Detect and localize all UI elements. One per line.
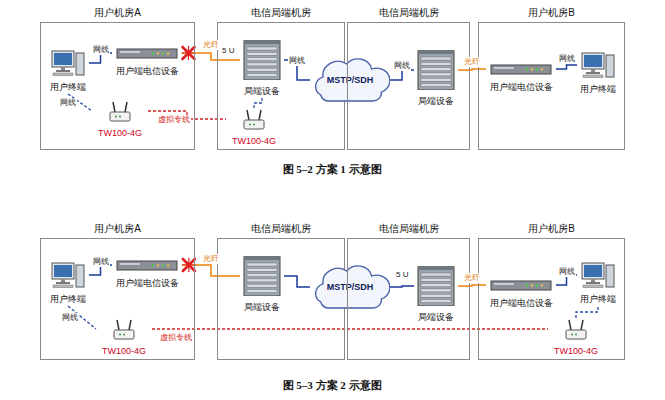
router-icon: [548, 318, 604, 340]
room-box: 电信局端机房局端设备: [347, 22, 470, 150]
device-label: 局端设备: [244, 85, 280, 97]
line-label: 虚拟专线: [159, 333, 193, 343]
room-box: 用户机房A用户终端用户端电信设备TW100-4G: [40, 22, 195, 150]
telecom-device: 用户端电信设备: [486, 62, 556, 94]
router-icon: [226, 108, 282, 130]
line-label: 网线: [92, 45, 110, 55]
router-device: TW100-4G: [92, 100, 148, 140]
cable-line: [556, 65, 577, 69]
device-label: TW100-4G: [554, 345, 598, 357]
room-heading: 电信局端机房: [348, 7, 469, 19]
device-label: 用户端电信设备: [116, 65, 179, 77]
router-device: TW100-4G: [226, 108, 282, 148]
room-heading: 电信局端机房: [348, 223, 469, 235]
line-label: 网线: [558, 54, 576, 64]
office-rack: 局端设备: [240, 40, 284, 98]
dev-icon: [486, 62, 556, 76]
virtual-line: [152, 328, 548, 329]
figure-caption: 图 5–2 方案 1 示意图: [283, 162, 382, 177]
line-label: 光纤: [463, 57, 481, 67]
room-box: 用户机房B用户端电信设备用户终端TW100-4G: [478, 238, 625, 360]
term-icon: [577, 262, 619, 288]
router-icon: [92, 100, 148, 122]
dev-icon: [486, 278, 556, 292]
rack-icon: [414, 50, 458, 90]
cable-line: [284, 276, 310, 287]
device-label: 用户终端: [50, 293, 86, 305]
rack-icon: [240, 40, 284, 80]
room-heading: 用户机房B: [479, 223, 624, 235]
break-mark: [182, 46, 196, 60]
line-label: 网线: [61, 313, 79, 323]
size-note: 5 U: [395, 270, 409, 279]
device-label: 用户端电信设备: [490, 81, 553, 93]
user-terminal: 用户终端: [47, 262, 89, 306]
line-label: 光纤: [202, 40, 220, 50]
cable-line: [254, 98, 262, 108]
rack-icon: [240, 256, 284, 296]
line-label: 网线: [558, 267, 576, 277]
term-icon: [577, 52, 619, 78]
line-label: 光纤: [463, 273, 481, 283]
device-label: TW100-4G: [102, 345, 146, 357]
break-mark: [182, 258, 196, 272]
router-device: TW100-4G: [548, 318, 604, 358]
device-label: 局端设备: [244, 301, 280, 313]
room-heading: 电信局端机房: [218, 223, 344, 235]
figure-caption: 图 5–3 方案 2 示意图: [283, 378, 382, 393]
cable-line: [390, 286, 414, 287]
device-label: 局端设备: [418, 95, 454, 107]
device-label: TW100-4G: [232, 135, 276, 147]
device-label: MSTP/SDH: [327, 281, 374, 293]
dev-icon: [112, 258, 182, 272]
router-icon: [96, 318, 152, 340]
line-label: 网线: [92, 257, 110, 267]
device-label: MSTP/SDH: [327, 74, 374, 86]
device-label: 用户端电信设备: [490, 297, 553, 309]
room-heading: 用户机房A: [41, 7, 194, 19]
cable-line: [576, 306, 598, 318]
room-box: 用户机房B用户端电信设备用户终端: [478, 22, 625, 150]
room-heading: 电信局端机房: [218, 7, 344, 19]
user-terminal: 用户终端: [577, 262, 619, 306]
device-label: 局端设备: [418, 311, 454, 323]
size-note: 5 U: [221, 46, 235, 55]
line-label: 网线: [59, 98, 77, 108]
telecom-device: 用户端电信设备: [112, 258, 182, 290]
line-label: 网线: [288, 56, 306, 66]
term-icon: [47, 50, 89, 76]
device-label: TW100-4G: [98, 127, 142, 139]
rack-icon: [414, 266, 458, 306]
office-rack: 局端设备: [414, 266, 458, 324]
office-rack: 局端设备: [240, 256, 284, 314]
dev-icon: [112, 46, 182, 60]
term-icon: [47, 262, 89, 288]
line-label: 虚拟专线: [157, 115, 191, 125]
office-rack: 局端设备: [414, 50, 458, 108]
room-box: 电信局端机房局端设备: [347, 238, 470, 360]
telecom-device: 用户端电信设备: [112, 46, 182, 78]
line-label: 网线: [393, 61, 411, 71]
telecom-device: 用户端电信设备: [486, 278, 556, 310]
network-cloud: MSTP/SDH: [310, 55, 390, 105]
device-label: 用户终端: [580, 83, 616, 95]
user-terminal: 用户终端: [47, 50, 89, 94]
connector-group: [68, 53, 598, 329]
network-cloud: MSTP/SDH: [310, 262, 390, 312]
fiber-line: [458, 69, 486, 70]
device-label: 用户端电信设备: [116, 277, 179, 289]
cable-line: [390, 70, 414, 80]
room-heading: 用户机房A: [41, 223, 194, 235]
device-label: 用户终端: [50, 81, 86, 93]
line-label: 光纤: [202, 254, 220, 264]
user-terminal: 用户终端: [577, 52, 619, 96]
fiber-line: [458, 285, 486, 286]
router-device: TW100-4G: [96, 318, 152, 358]
device-label: 用户终端: [580, 293, 616, 305]
room-heading: 用户机房B: [479, 7, 624, 19]
